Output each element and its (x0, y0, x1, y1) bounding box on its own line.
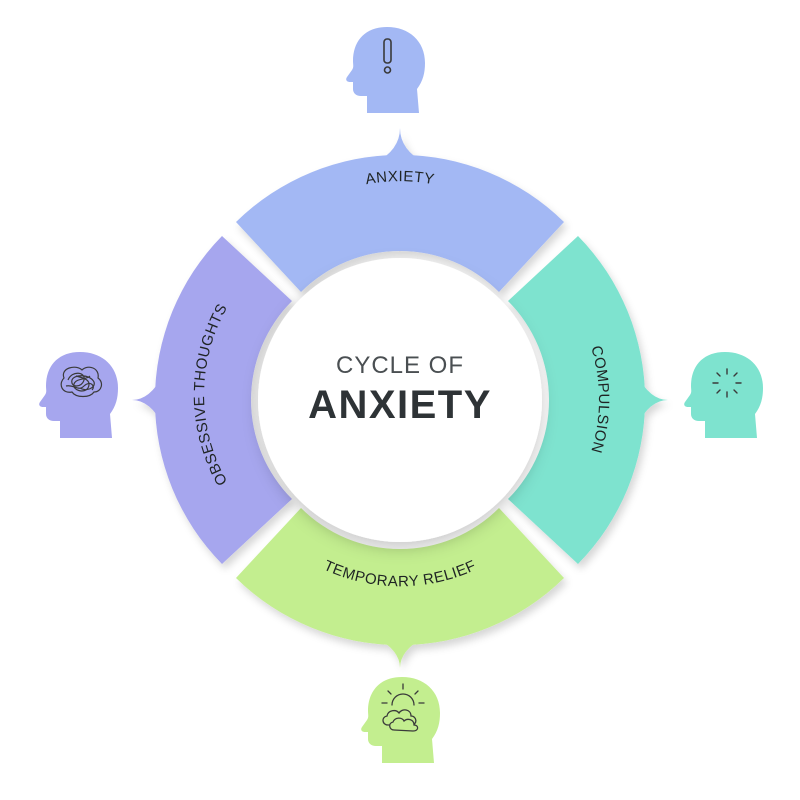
segment-compulsion (508, 236, 668, 564)
segment-compulsion-shape (508, 236, 646, 564)
segment-label-anxiety: ANXIETY (364, 168, 436, 188)
segment-compulsion-pointer (637, 375, 668, 425)
head-right (684, 352, 763, 438)
head-left (39, 352, 118, 438)
segment-anxiety-pointer (375, 128, 425, 163)
head-silhouette (346, 27, 425, 113)
center-title-big: ANXIETY (308, 383, 492, 427)
center-title-small: CYCLE OF (336, 352, 464, 379)
head-bottom (361, 677, 440, 763)
center-circle (258, 258, 542, 542)
segment-temporary-relief-shape (236, 508, 564, 646)
head-top (346, 27, 425, 113)
sparkle-burst-icon (712, 368, 742, 398)
segment-anxiety (236, 128, 564, 292)
segment-obsessive-thoughts (132, 236, 292, 564)
exclamation-icon (383, 38, 392, 74)
segment-obsessive-thoughts-pointer (132, 375, 163, 425)
head-silhouette (39, 352, 118, 438)
segment-obsessive-thoughts-shape (154, 236, 292, 564)
head-silhouette (684, 352, 763, 438)
tangled-scribble-icon (60, 366, 103, 398)
segment-temporary-relief (236, 508, 564, 668)
segment-temporary-relief-pointer (375, 637, 425, 668)
sun-behind-cloud-icon (381, 683, 425, 732)
segment-anxiety-shape (236, 154, 564, 292)
